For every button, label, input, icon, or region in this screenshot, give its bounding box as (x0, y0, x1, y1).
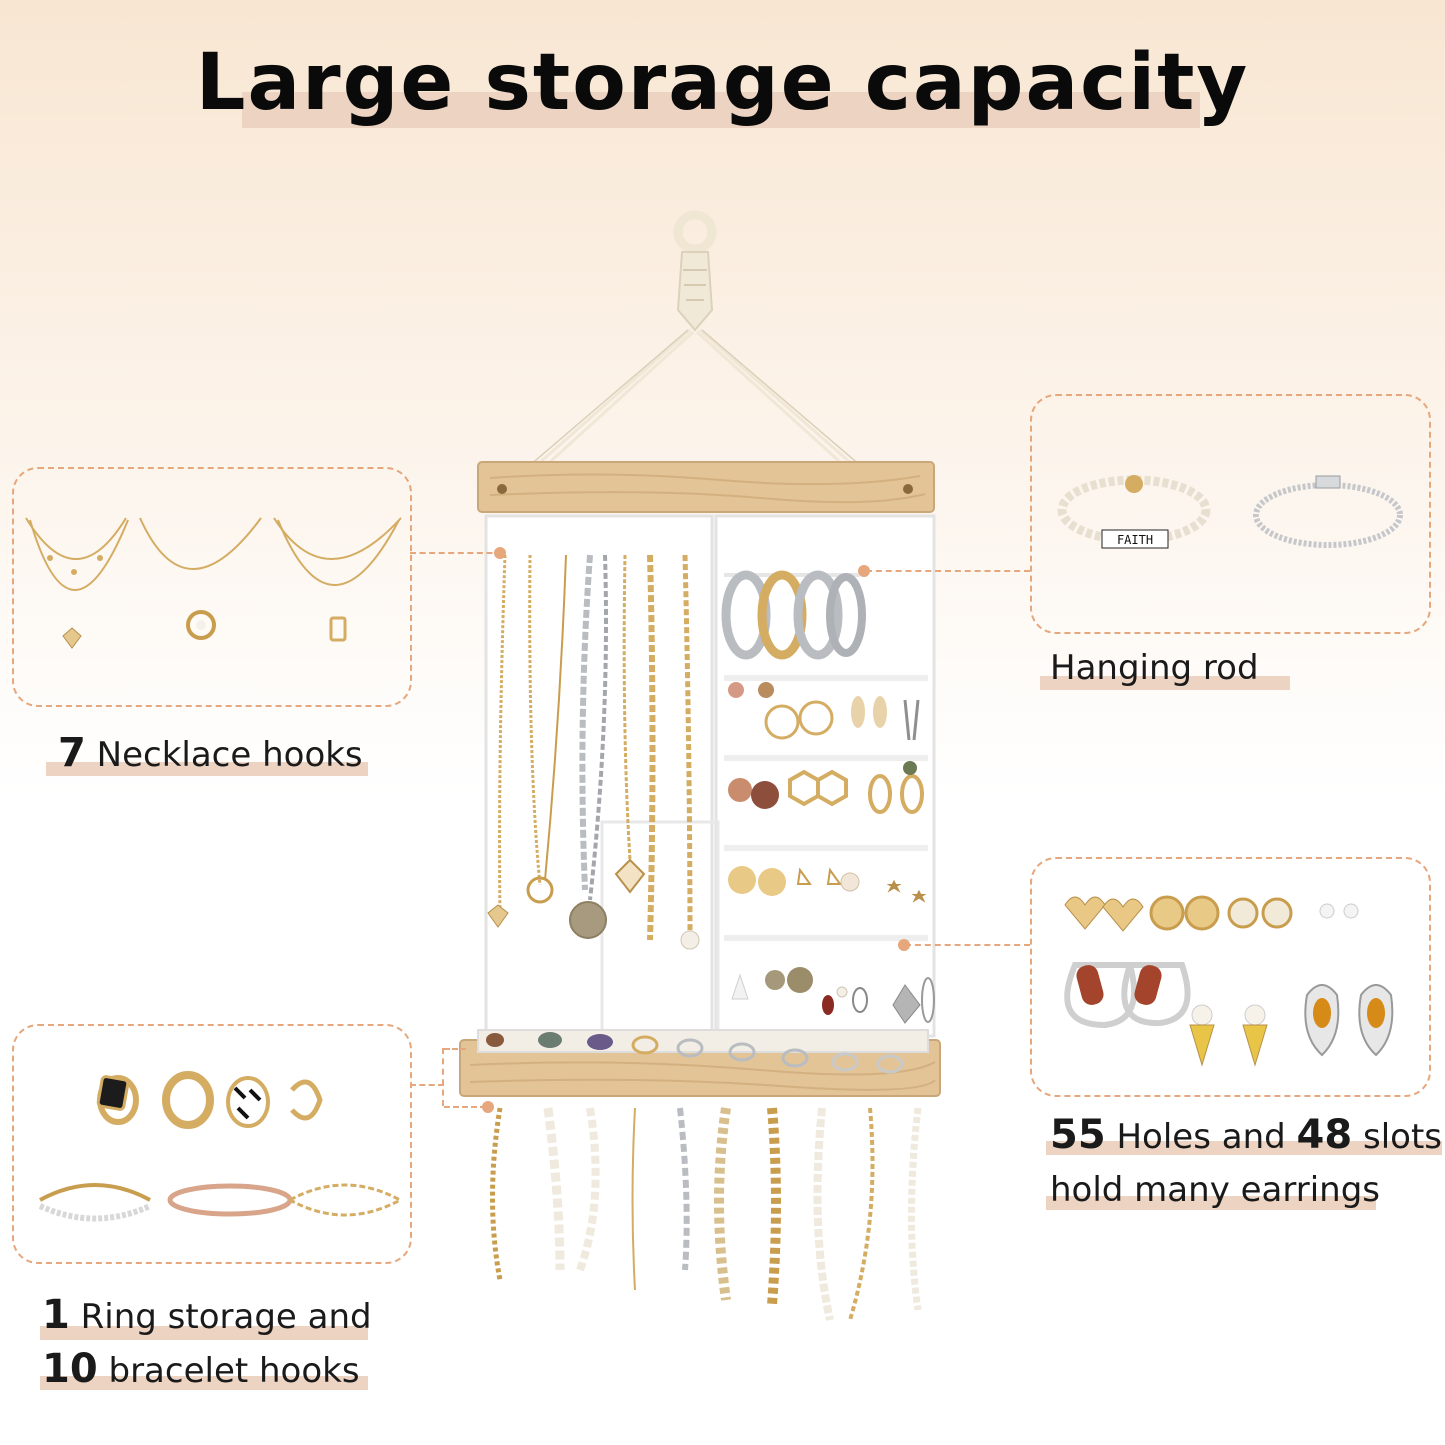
earring-slots-count: 48 (1296, 1112, 1353, 1158)
bracelet-hooks-text: bracelet hooks (108, 1351, 360, 1391)
necklace-text: Necklace hooks (96, 735, 363, 775)
earring-panel (721, 570, 935, 1024)
page-title: Large storage capacity (195, 38, 1250, 128)
bracelet-hooks-count: 10 (42, 1346, 98, 1392)
earrings-label-highlight-1 (1046, 1141, 1442, 1155)
bracelet-letters: FAITH (1117, 533, 1153, 547)
earrings-callout-box (1030, 857, 1431, 1097)
ring-storage-count: 1 (42, 1292, 70, 1338)
rings-label-line1: 1 Ring storage and (42, 1292, 372, 1338)
rings-label-line2: 10 bracelet hooks (42, 1346, 360, 1392)
bracelet-icon: FAITH (1057, 475, 1403, 549)
earring-holes-count: 55 (1050, 1112, 1106, 1158)
rings-label-highlight-1 (40, 1326, 368, 1340)
ring-shelf (459, 1029, 941, 1097)
necklace-label: 7 Necklace hooks (58, 730, 363, 776)
necklace-leader (410, 552, 502, 554)
rings-leader-top (444, 1048, 466, 1050)
earring-icon (1064, 895, 1394, 1067)
earrings-leader (905, 944, 1030, 946)
necklace-icon (487, 545, 700, 951)
rings-label-highlight-2 (40, 1376, 368, 1390)
rings-callout-box (12, 1024, 412, 1264)
necklace-callout-box (12, 467, 412, 707)
earrings-label-line1: 55 Holes and 48 slots (1050, 1112, 1442, 1158)
earring-holes-text: Holes and (1116, 1117, 1286, 1157)
necklace-icon (25, 517, 402, 649)
earring-slots-text: slots (1363, 1117, 1443, 1157)
macrame-hanger-icon (514, 210, 876, 484)
ring-storage-text: Ring storage and (80, 1297, 372, 1337)
rings-leader-bottom (444, 1106, 486, 1108)
rings-leader-dot (482, 1101, 494, 1113)
rings-leader-mid (410, 1084, 444, 1086)
hanging-rod-label: Hanging rod (1050, 648, 1259, 688)
rings-leader-vertical (442, 1048, 444, 1106)
ring-icon (38, 1071, 404, 1222)
bracelet-icon (490, 1100, 922, 1321)
necklace-leader-dot (494, 547, 506, 559)
hanging-rod-leader-dot (858, 565, 870, 577)
title-banner: Large storage capacity (0, 30, 1445, 140)
earrings-label-highlight-2 (1046, 1196, 1376, 1210)
necklace-count: 7 (58, 730, 86, 776)
hanging-rod-callout-box (1030, 394, 1431, 634)
top-wood-rod (477, 461, 935, 513)
earrings-label-line2: hold many earrings (1050, 1170, 1381, 1210)
title-highlight (242, 92, 1200, 128)
hanging-rod-label-highlight (1040, 676, 1290, 690)
necklace-label-highlight (46, 762, 368, 776)
hanging-rod-leader (866, 570, 1030, 572)
earrings-leader-dot (898, 939, 910, 951)
